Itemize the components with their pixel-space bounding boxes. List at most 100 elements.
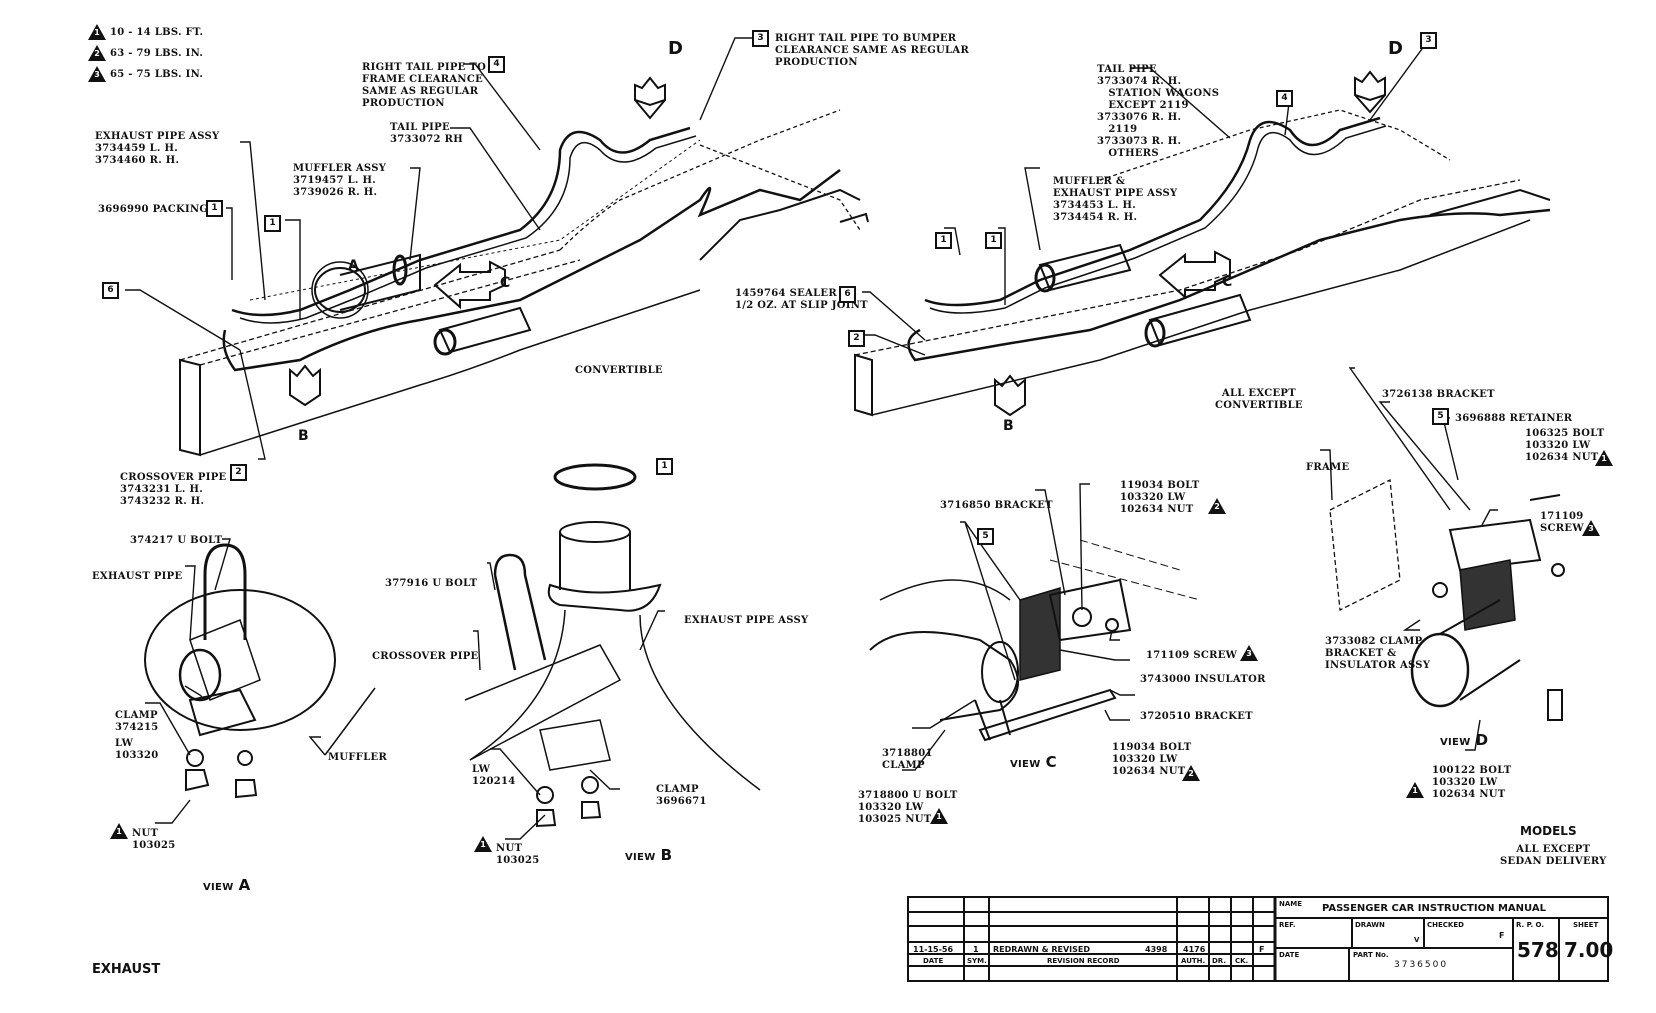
view-arrow-c-right (1158, 250, 1231, 300)
torque-triangle-view-c-screw-icon: 3 (1240, 645, 1258, 661)
part-number-value: 3736500 (1394, 960, 1449, 970)
label-view-a-clamp: CLAMP 374215 (115, 710, 159, 733)
label-view-d-bolt-top: 106325 BOLT 103320 LW 102634 NUT (1525, 428, 1605, 463)
rev-auth-value: 4176 (1183, 945, 1206, 954)
callout-1-packing-right-a: 1 (935, 232, 952, 249)
callout-1-packing-left-lower: 1 (264, 215, 281, 232)
torque-triangle-view-c-ubolt-icon: 1 (930, 808, 948, 824)
rev-record-number: 4398 (1145, 945, 1168, 954)
models-title: MODELS (1520, 824, 1577, 838)
label-view-c-bolt-top: 119034 BOLT 103320 LW 102634 NUT (1120, 480, 1200, 515)
label-view-b-lw: LW 120214 (472, 764, 516, 787)
models-text: ALL EXCEPT SEDAN DELIVERY (1500, 844, 1607, 867)
callout-4-left: 4 (488, 56, 505, 73)
label-crossover-pipe: CROSSOVER PIPE 3743231 L. H. 3743232 R. … (120, 472, 227, 507)
view-letter-c-left: C (500, 275, 511, 291)
label-muffler-assy: MUFFLER ASSY 3719457 L. H. 3739026 R. H. (293, 163, 387, 198)
rev-ck-value: F (1259, 945, 1265, 954)
label-view-d-clamp-assy: 3733082 CLAMP BRACKET & INSULATOR ASSY (1325, 636, 1431, 671)
view-arrow-b-right (994, 374, 1026, 417)
label-view-a-exhaust-pipe: EXHAUST PIPE (92, 571, 183, 582)
label-view-b-nut: NUT 103025 (496, 843, 540, 866)
label-right-tail-pipe-frame-clearance: RIGHT TAIL PIPE TO FRAME CLEARANCE SAME … (362, 62, 487, 109)
label-view-a-nut: NUT 103025 (132, 828, 176, 851)
torque-triangle-view-d-lower-icon: 1 (1406, 782, 1424, 798)
torque-triangle-view-a-icon: 1 (110, 823, 128, 839)
torque-triangle-view-c-top-icon: 2 (1208, 498, 1226, 514)
view-letter-a: A (348, 258, 359, 274)
sedan-frame (854, 109, 1531, 417)
view-c-title: VIEW C (1010, 753, 1057, 771)
torque-spec-3: 65 - 75 LBS. IN. (110, 69, 204, 80)
label-view-b-crossover-pipe: CROSSOVER PIPE (372, 651, 479, 662)
view-b-drawing (464, 463, 761, 828)
rpo-value: 578 (1517, 938, 1559, 962)
view-b-title: VIEW B (625, 846, 673, 864)
header-auth: AUTH. (1181, 957, 1206, 965)
view-arrow-c-left (433, 260, 506, 310)
leader-lines (125, 37, 1498, 840)
caption-convertible: CONVERTIBLE (575, 365, 663, 376)
torque-triangle-view-d-top-icon: 1 (1595, 450, 1613, 466)
checked-label: CHECKED (1427, 921, 1464, 929)
torque-triangle-view-d-screw-icon: 3 (1582, 520, 1600, 536)
drawn-label: DRAWN (1355, 921, 1385, 929)
callout-6-sealer-right: 6 (839, 286, 856, 303)
label-view-c-screw: 171109 SCREW (1146, 650, 1238, 661)
label-exhaust-pipe-assy: EXHAUST PIPE ASSY 3734459 L. H. 3734460 … (95, 131, 220, 166)
label-view-a-muffler: MUFFLER (328, 752, 388, 763)
title-block-grid (909, 898, 1607, 980)
name-label: NAME (1279, 900, 1303, 908)
callout-1-packing-right-b: 1 (985, 232, 1002, 249)
view-letter-c-right: C (1222, 274, 1233, 290)
label-view-c-bolt-lower: 119034 BOLT 103320 LW 102634 NUT (1112, 742, 1192, 777)
label-view-d-screw: 171109 SCREW (1540, 511, 1584, 534)
label-view-a-lw: LW 103320 (115, 738, 159, 761)
callout-2-crossover-left: 2 (230, 464, 247, 481)
label-view-d-bracket: 3726138 BRACKET (1382, 389, 1495, 400)
label-view-d-bolt-lower: 100122 BOLT 103320 LW 102634 NUT (1432, 765, 1512, 800)
label-view-c-bracket-top: 3716850 BRACKET (940, 500, 1053, 511)
torque-spec-1: 10 - 14 LBS. FT. (110, 27, 204, 38)
rev-sym-value: 1 (973, 945, 979, 954)
header-date: DATE (923, 957, 944, 965)
label-sealer: 1459764 SEALER 1/2 OZ. AT SLIP JOINT (735, 288, 868, 311)
view-c-drawing (869, 539, 1201, 742)
sheet-label: SHEET (1573, 921, 1599, 929)
header-ck: CK. (1235, 957, 1249, 965)
sheet-value: 7.00 (1564, 938, 1614, 962)
view-letter-d-left: D (668, 38, 683, 59)
convertible-pipes (222, 126, 869, 372)
view-arrow-d-left (634, 76, 666, 120)
label-tail-pipe-rh: TAIL PIPE 3733072 RH (390, 122, 463, 145)
label-view-b-clamp: CLAMP 3696671 (656, 784, 707, 807)
name-value: PASSENGER CAR INSTRUCTION MANUAL (1322, 903, 1546, 914)
view-arrow-b-left (289, 364, 321, 407)
view-a-title: VIEW A (203, 876, 251, 894)
torque-triangle-view-b-icon: 1 (474, 836, 492, 852)
label-view-c-insulator: 3743000 INSULATOR (1140, 674, 1266, 685)
ref-label: REF. (1279, 921, 1296, 929)
label-view-c-bracket-lower: 3720510 BRACKET (1140, 711, 1253, 722)
rpo-label: R. P. O. (1516, 921, 1545, 929)
label-right-tail-pipe-bumper-clearance: RIGHT TAIL PIPE TO BUMPER CLEARANCE SAME… (775, 33, 970, 68)
view-letter-d-right: D (1388, 38, 1403, 59)
view-letter-b-left: B (298, 428, 309, 444)
callout-1-view-b: 1 (656, 458, 673, 475)
torque-spec-2: 63 - 79 LBS. IN. (110, 48, 204, 59)
callout-3-left: 3 (752, 30, 769, 47)
sedan-pipes (907, 116, 1551, 362)
section-title: EXHAUST (92, 962, 161, 977)
drawn-value: V (1414, 936, 1420, 944)
header-sym: SYM. (967, 957, 987, 965)
label-view-b-u-bolt: 377916 U BOLT (385, 578, 478, 589)
label-tail-pipe-sedan: TAIL PIPE 3733074 R. H. STATION WAGONS E… (1097, 64, 1220, 159)
view-d-drawing (1329, 478, 1565, 721)
caption-all-except-convertible: ALL EXCEPT CONVERTIBLE (1215, 388, 1303, 411)
torque-triangle-3-icon: 3 (88, 66, 106, 82)
torque-triangle-1-icon: 1 (88, 24, 106, 40)
torque-triangle-2-icon: 2 (88, 45, 106, 61)
callout-3-right: 3 (1420, 32, 1437, 49)
view-letter-b-right: B (1003, 418, 1014, 434)
